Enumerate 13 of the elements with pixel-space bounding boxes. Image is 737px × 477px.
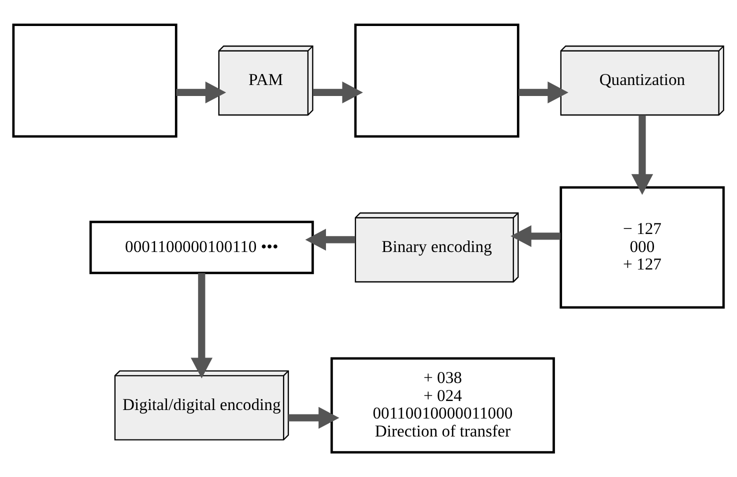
arrow (305, 228, 356, 251)
node-box: + 038 + 024 00110010000011000 Direction of transfer (330, 357, 555, 454)
node-box (12, 24, 178, 138)
arrow (631, 115, 654, 195)
arrow (518, 82, 568, 104)
arrow (510, 225, 560, 247)
arrow (190, 273, 213, 378)
node-box (354, 24, 520, 138)
arrow (176, 82, 226, 104)
node-box: − 127 000 + 127 (560, 186, 725, 309)
node-box: 0001100000100110 ••• (89, 220, 314, 274)
arrow (312, 82, 363, 104)
arrow (288, 406, 340, 429)
